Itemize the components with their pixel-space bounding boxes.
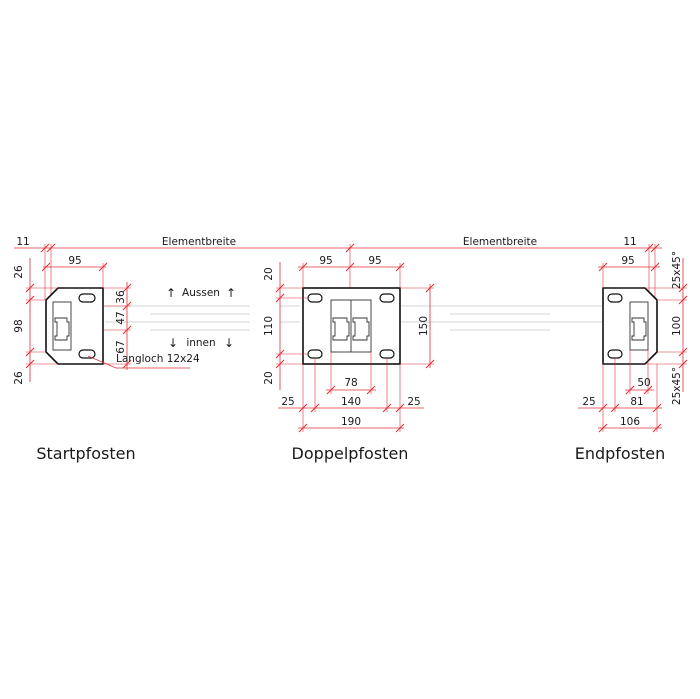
elementbreite-left-label: Elementbreite [162,236,236,248]
double-top-label: 20 [263,267,275,280]
elementbreite-dimension: Elementbreite Elementbreite 11 11 [14,236,662,300]
start-r-mid-label: 47 [115,311,127,324]
start-r-lower-label: 67 [115,340,127,353]
slot-hole-lower [78,349,96,359]
double-inner-label: 78 [344,377,357,389]
start-bottom-label: 26 [13,371,25,385]
end-post-title: Endpfosten [575,444,666,463]
start-width-label: 95 [68,255,81,267]
double-hole-bottom-left [307,349,323,359]
end-post: 95 25x45° 100 25x45° 50 25 81 [575,251,688,463]
end-height-label: 100 [671,316,683,336]
start-middle-label: 98 [13,319,25,332]
inside-arrow-right: ↓ [224,336,234,350]
double-height-label: 150 [418,316,430,336]
double-hole-top-left [307,293,323,303]
outside-label: Aussen [182,287,220,299]
inside-arrow-left: ↓ [168,336,178,350]
start-top-label: 26 [13,265,25,279]
offset-left-label: 11 [16,236,29,248]
outside-arrow-left: ↑ [166,286,176,300]
double-edge-right-label: 25 [407,396,420,408]
end-inner-label: 50 [637,377,650,389]
double-edge-left-label: 25 [281,396,294,408]
double-post-title: Doppelpfosten [292,444,409,463]
start-post-title: Startpfosten [36,444,135,463]
double-w-right-label: 95 [368,255,381,267]
double-hole-bottom-right [379,349,395,359]
start-r-upper-label: 36 [115,290,127,304]
double-total-label: 190 [341,416,361,428]
orientation-labels: ↑ Aussen ↑ ↓ innen ↓ [166,286,236,350]
end-total-label: 106 [620,416,640,428]
outside-arrow-right: ↑ [226,286,236,300]
elementbreite-right-label: Elementbreite [463,236,537,248]
end-width-label: 95 [621,255,634,267]
end-slot-upper [607,293,623,303]
end-hole-to-edge-label: 81 [630,396,643,408]
double-post: 95 95 20 110 20 150 78 [263,255,435,463]
double-w-left-label: 95 [319,255,332,267]
double-hole-spacing-label: 140 [341,396,361,408]
slot-callout-label: Langloch 12x24 [116,353,200,365]
double-hole-top-right [379,293,395,303]
start-post: 95 26 98 26 36 47 67 Langloch 12x24 Star… [13,255,200,463]
offset-right-label: 11 [623,236,636,248]
end-chamfer-top-label: 25x45° [671,251,683,289]
double-bottom-label: 20 [263,371,275,384]
end-chamfer-bottom-label: 25x45° [671,367,683,405]
end-edge-label: 25 [582,396,595,408]
slot-hole-upper [78,293,96,303]
double-middle-label: 110 [263,316,275,336]
inside-label: innen [186,337,215,349]
end-slot-lower [607,349,623,359]
